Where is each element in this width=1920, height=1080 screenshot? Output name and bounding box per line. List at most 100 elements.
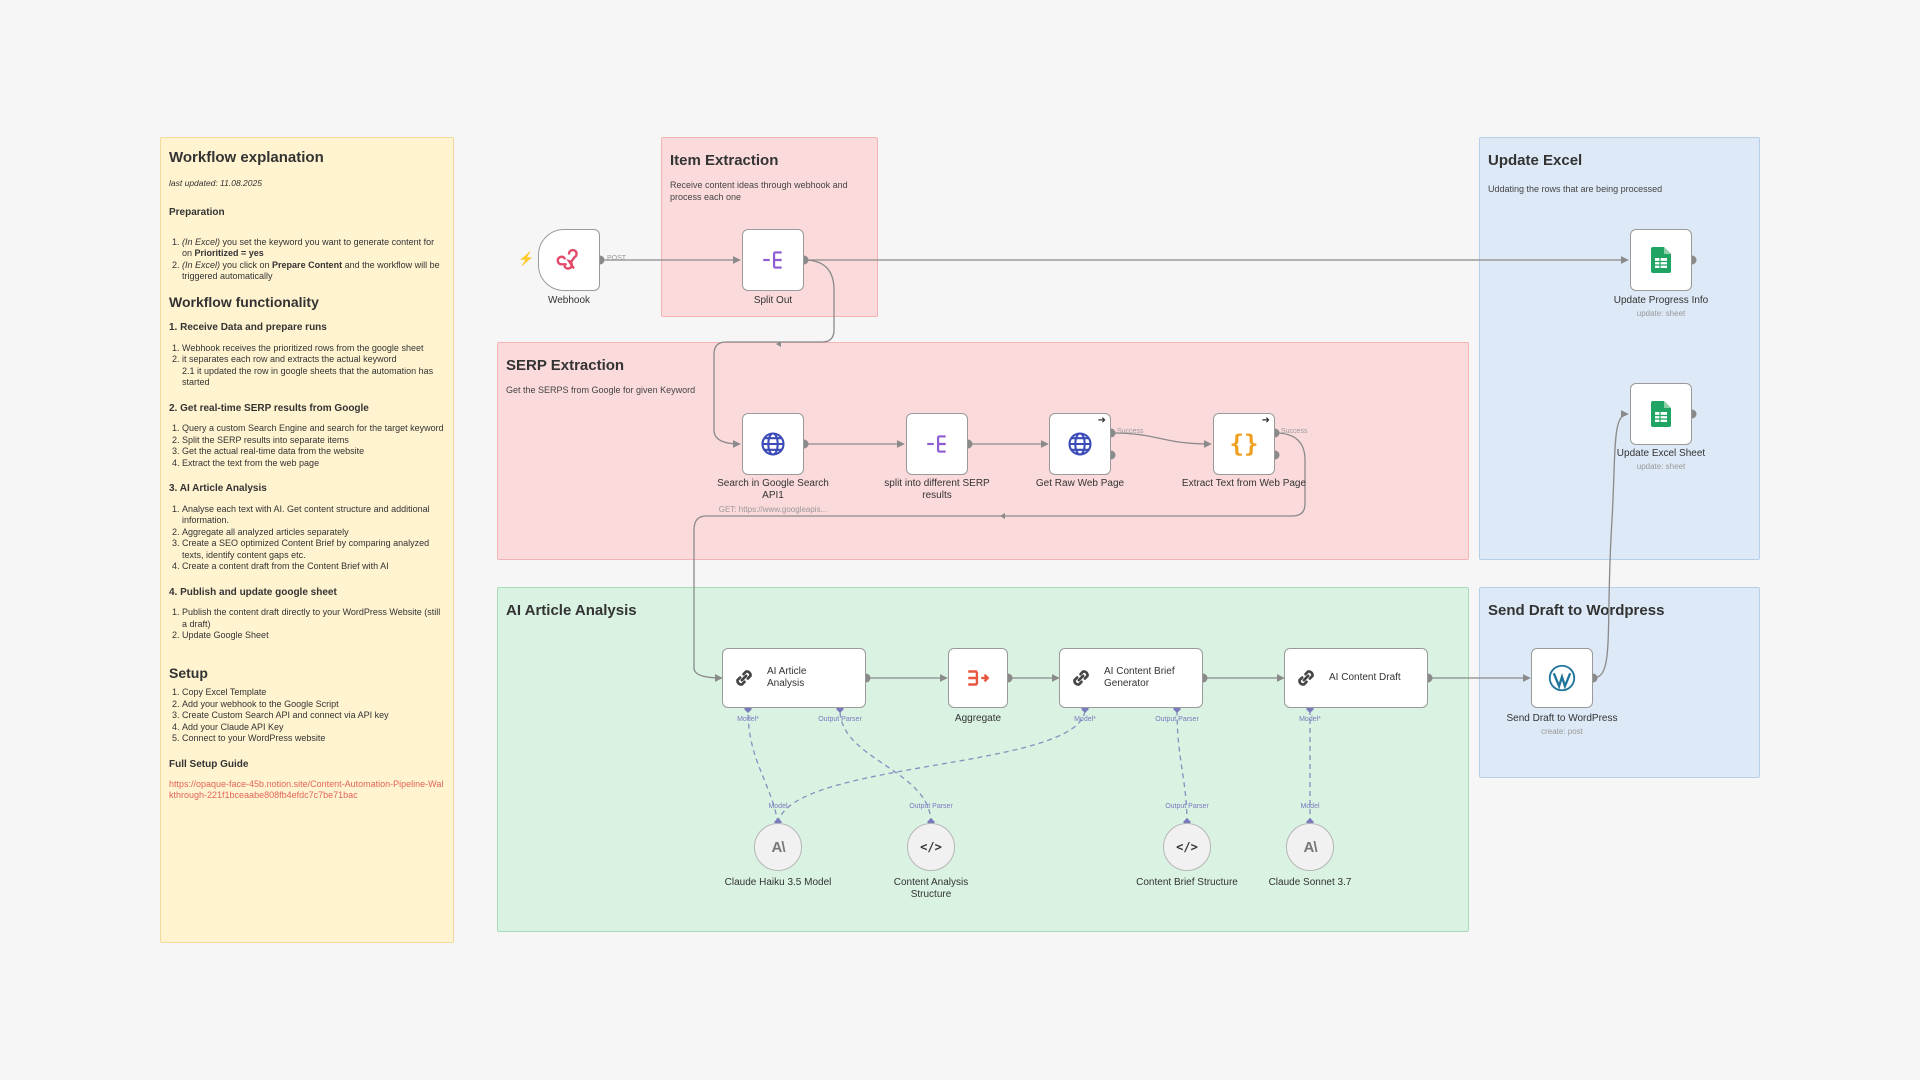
- group-title: Update Excel: [1488, 152, 1583, 169]
- anthropic-icon: A\: [771, 838, 786, 856]
- extract-text-node[interactable]: {} ➜: [1213, 413, 1275, 475]
- port-label-output-parser: Output Parser: [909, 803, 953, 810]
- arrow-icon: ➜: [1261, 415, 1270, 426]
- group-update-excel[interactable]: Update Excel Uddating the rows that are …: [1479, 137, 1760, 560]
- search-google-node[interactable]: [742, 413, 804, 475]
- wordpress-icon: [1548, 664, 1576, 692]
- update-excel-sheet-node[interactable]: [1630, 383, 1692, 445]
- google-sheets-icon: [1651, 401, 1671, 427]
- list-item: Connect to your WordPress website: [182, 733, 445, 745]
- port-label-model: Model: [768, 803, 788, 810]
- webhook-icon: [556, 248, 578, 270]
- group-title: AI Article Analysis: [506, 602, 637, 619]
- claude-sonnet-label: Claude Sonnet 3.7: [1268, 877, 1352, 888]
- port-label-model: Model*: [1299, 716, 1321, 723]
- update-excel-sheet-label: Update Excel Sheet: [1616, 448, 1706, 459]
- group-send-draft[interactable]: Send Draft to Wordpress: [1479, 587, 1760, 778]
- content-analysis-structure-label: Content Analysis Structure: [893, 877, 969, 900]
- port-label-output-parser: Output Parser: [1155, 716, 1199, 723]
- prep-item: (In Excel) you click on Prepare Content …: [182, 260, 445, 283]
- update-progress-label: Update Progress Info: [1613, 295, 1709, 306]
- trigger-bolt-icon: ⚡: [518, 251, 535, 266]
- port-label-model: Model*: [737, 716, 759, 723]
- group-serp-extraction[interactable]: SERP Extraction Get the SERPS from Googl…: [497, 342, 1469, 560]
- port-label-model: Model*: [1074, 716, 1096, 723]
- port-label-output-parser: Output Parser: [1165, 803, 1209, 810]
- group-title: SERP Extraction: [506, 357, 625, 374]
- send-wordpress-label: Send Draft to WordPress: [1506, 713, 1618, 724]
- list-item: Create a SEO optimized Content Brief by …: [182, 538, 445, 561]
- split-out-node[interactable]: [742, 229, 804, 291]
- edge-split-search: [713, 259, 835, 448]
- edge-getraw-extract: [1110, 432, 1212, 448]
- ai-content-brief-label: AI Content Brief Generator: [1104, 666, 1175, 689]
- send-wordpress-sub: create: post: [1541, 727, 1583, 736]
- globe-icon: [1068, 432, 1092, 456]
- ai-content-draft-label: AI Content Draft: [1329, 672, 1401, 683]
- aggregate-label: Aggregate: [954, 713, 1002, 724]
- port-label-model: Model: [1300, 803, 1320, 810]
- search-google-label: Search in Google Search API1: [717, 478, 829, 501]
- globe-icon: [761, 432, 785, 456]
- list-item: Create Custom Search API and connect via…: [182, 710, 445, 722]
- list-item: Copy Excel Template: [182, 687, 445, 699]
- split-icon: [763, 251, 782, 269]
- step3-list: Analyse each text with AI. Get content s…: [169, 504, 445, 573]
- code-braces-icon: {}: [1229, 430, 1259, 458]
- step3-heading: 3. AI Article Analysis: [169, 483, 267, 494]
- aggregate-icon: [968, 670, 990, 686]
- claude-sonnet-node[interactable]: A\: [1286, 823, 1334, 871]
- list-item: Extract the text from the web page: [182, 458, 445, 470]
- send-wordpress-node[interactable]: [1531, 648, 1593, 708]
- step1-heading: 1. Receive Data and prepare runs: [169, 322, 327, 333]
- list-item: Add your webhook to the Google Script: [182, 699, 445, 711]
- group-description: Get the SERPS from Google for given Keyw…: [506, 385, 696, 395]
- search-google-sub: GET: https://www.googleapis...: [718, 505, 828, 514]
- aggregate-node[interactable]: [948, 648, 1008, 708]
- setup-list: Copy Excel Template Add your webhook to …: [169, 687, 445, 745]
- step4-list: Publish the content draft directly to yo…: [169, 607, 445, 642]
- list-item: it separates each row and extracts the a…: [182, 354, 445, 389]
- webhook-node[interactable]: [538, 229, 600, 291]
- code-icon: </>: [920, 840, 942, 854]
- preparation-heading: Preparation: [169, 207, 225, 218]
- preparation-list: (In Excel) you set the keyword you want …: [169, 237, 445, 283]
- edge-haiku-aiarticle: [747, 709, 779, 824]
- step2-list: Query a custom Search Engine and search …: [169, 423, 445, 469]
- step4-heading: 4. Publish and update google sheet: [169, 586, 337, 598]
- ai-content-draft-node[interactable]: AI Content Draft: [1284, 648, 1428, 708]
- edge-label-success: Success: [1117, 428, 1144, 435]
- group-title: Item Extraction: [670, 152, 779, 169]
- prep-item: (In Excel) you set the keyword you want …: [182, 237, 445, 260]
- setup-guide-link[interactable]: https://opaque-face-45b.notion.site/Cont…: [169, 779, 444, 800]
- note-title: Workflow explanation: [169, 149, 324, 166]
- content-brief-structure-label: Content Brief Structure: [1136, 877, 1238, 888]
- get-raw-web-page-node[interactable]: ➜: [1049, 413, 1111, 475]
- workflow-explanation-note[interactable]: Workflow explanation last updated: 11.08…: [160, 137, 454, 943]
- group-description: Uddating the rows that are being process…: [1488, 184, 1663, 194]
- guide-heading: Full Setup Guide: [169, 758, 249, 770]
- list-item: Query a custom Search Engine and search …: [182, 423, 445, 435]
- chain-link-icon: [736, 670, 752, 686]
- content-brief-structure-node[interactable]: </>: [1163, 823, 1211, 871]
- list-item: Update Google Sheet: [182, 630, 445, 642]
- update-progress-node[interactable]: [1630, 229, 1692, 291]
- group-ai-article-analysis[interactable]: AI Article Analysis: [497, 587, 1469, 932]
- update-progress-sub: update: sheet: [1636, 309, 1686, 318]
- edge-label-success: Success: [1281, 428, 1308, 435]
- edge-label-post: POST: [607, 255, 627, 262]
- claude-haiku-label: Claude Haiku 3.5 Model: [724, 877, 832, 888]
- edge-structure-aiarticle: [839, 709, 932, 824]
- ai-content-brief-node[interactable]: AI Content Brief Generator: [1059, 648, 1203, 708]
- claude-haiku-node[interactable]: A\: [754, 823, 802, 871]
- step1-list: Webhook receives the prioritized rows fr…: [169, 343, 445, 389]
- ai-article-analysis-label: AI Article Analysis: [767, 666, 807, 689]
- ai-article-analysis-node[interactable]: AI Article Analysis: [722, 648, 866, 708]
- split-serp-node[interactable]: [906, 413, 968, 475]
- chain-link-icon: [1073, 670, 1089, 686]
- chain-link-icon: [1298, 670, 1314, 686]
- list-item: Analyse each text with AI. Get content s…: [182, 504, 445, 527]
- content-analysis-structure-node[interactable]: </>: [907, 823, 955, 871]
- list-item: Webhook receives the prioritized rows fr…: [182, 343, 445, 355]
